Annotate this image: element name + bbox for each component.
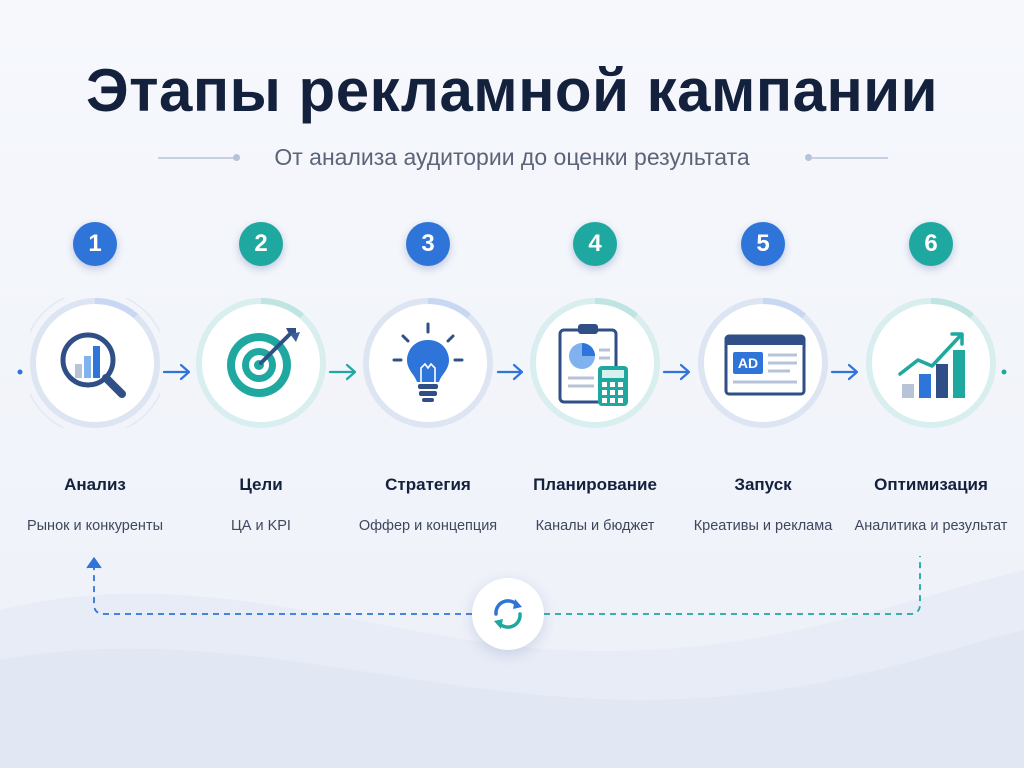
- ad-icon-text: AD: [738, 355, 758, 371]
- step-label: Планирование: [533, 475, 657, 494]
- subtitle-dot-left: [233, 154, 240, 161]
- step-description: Аналитика и результат: [854, 518, 1008, 534]
- step-description: ЦА и KPI: [231, 518, 291, 534]
- step-label: Оптимизация: [874, 475, 988, 494]
- arrow-1-2: [162, 363, 191, 381]
- step-optimization[interactable]: 6 Оптимизация Аналитика и результат: [846, 0, 1016, 560]
- subtitle-row: От анализа аудитории до оценки результат…: [0, 144, 1024, 174]
- step-description: Креативы и реклама: [693, 518, 833, 534]
- step-number-badge: 6: [909, 222, 953, 266]
- page-subtitle: От анализа аудитории до оценки результат…: [274, 144, 750, 170]
- step-description: Каналы и бюджет: [535, 518, 655, 534]
- arrow-5-6: [830, 363, 859, 381]
- refresh-cycle-icon: [494, 599, 522, 629]
- lightbulb-icon: [363, 288, 493, 428]
- step-number-badge: 4: [573, 222, 617, 266]
- step-description: Оффер и концепция: [358, 518, 498, 534]
- target-icon: [196, 288, 326, 428]
- step-description: Рынок и конкуренты: [26, 518, 164, 534]
- step-number-badge: 2: [239, 222, 283, 266]
- step-strategy[interactable]: 3 Стратегия Оффер и кон: [343, 0, 513, 560]
- step-number-badge: 3: [406, 222, 450, 266]
- ad-window-icon: AD: [698, 288, 828, 428]
- page-title: Этапы рекламной кампании: [85, 57, 939, 124]
- step-label: Анализ: [64, 475, 126, 494]
- arrow-3-4: [496, 363, 524, 381]
- step-goals[interactable]: 2 Цели ЦА и KPI: [176, 0, 346, 560]
- step-label: Цели: [239, 475, 283, 494]
- step-planning[interactable]: 4 Пл: [510, 0, 680, 560]
- feedback-loop: [93, 556, 921, 615]
- subtitle-divider-left: [158, 157, 234, 159]
- step-number-badge: 5: [741, 222, 785, 266]
- cycle-button[interactable]: [472, 578, 544, 650]
- arrow-2-3: [328, 363, 357, 381]
- arrow-4-5: [662, 363, 691, 381]
- magnifier-chart-icon: [22, 288, 168, 436]
- step-label: Запуск: [734, 475, 792, 494]
- subtitle-divider-right: [812, 157, 888, 159]
- step-launch[interactable]: 5 AD Запуск Креативы и реклама: [678, 0, 848, 560]
- step-analysis[interactable]: 1 Анализ Рынок и конкуренты: [10, 0, 180, 560]
- subtitle-dot-right: [805, 154, 812, 161]
- growth-chart-icon: [866, 288, 996, 428]
- clipboard-calculator-icon: [530, 288, 660, 428]
- step-label: Стратегия: [385, 475, 471, 494]
- step-number-badge: 1: [73, 222, 117, 266]
